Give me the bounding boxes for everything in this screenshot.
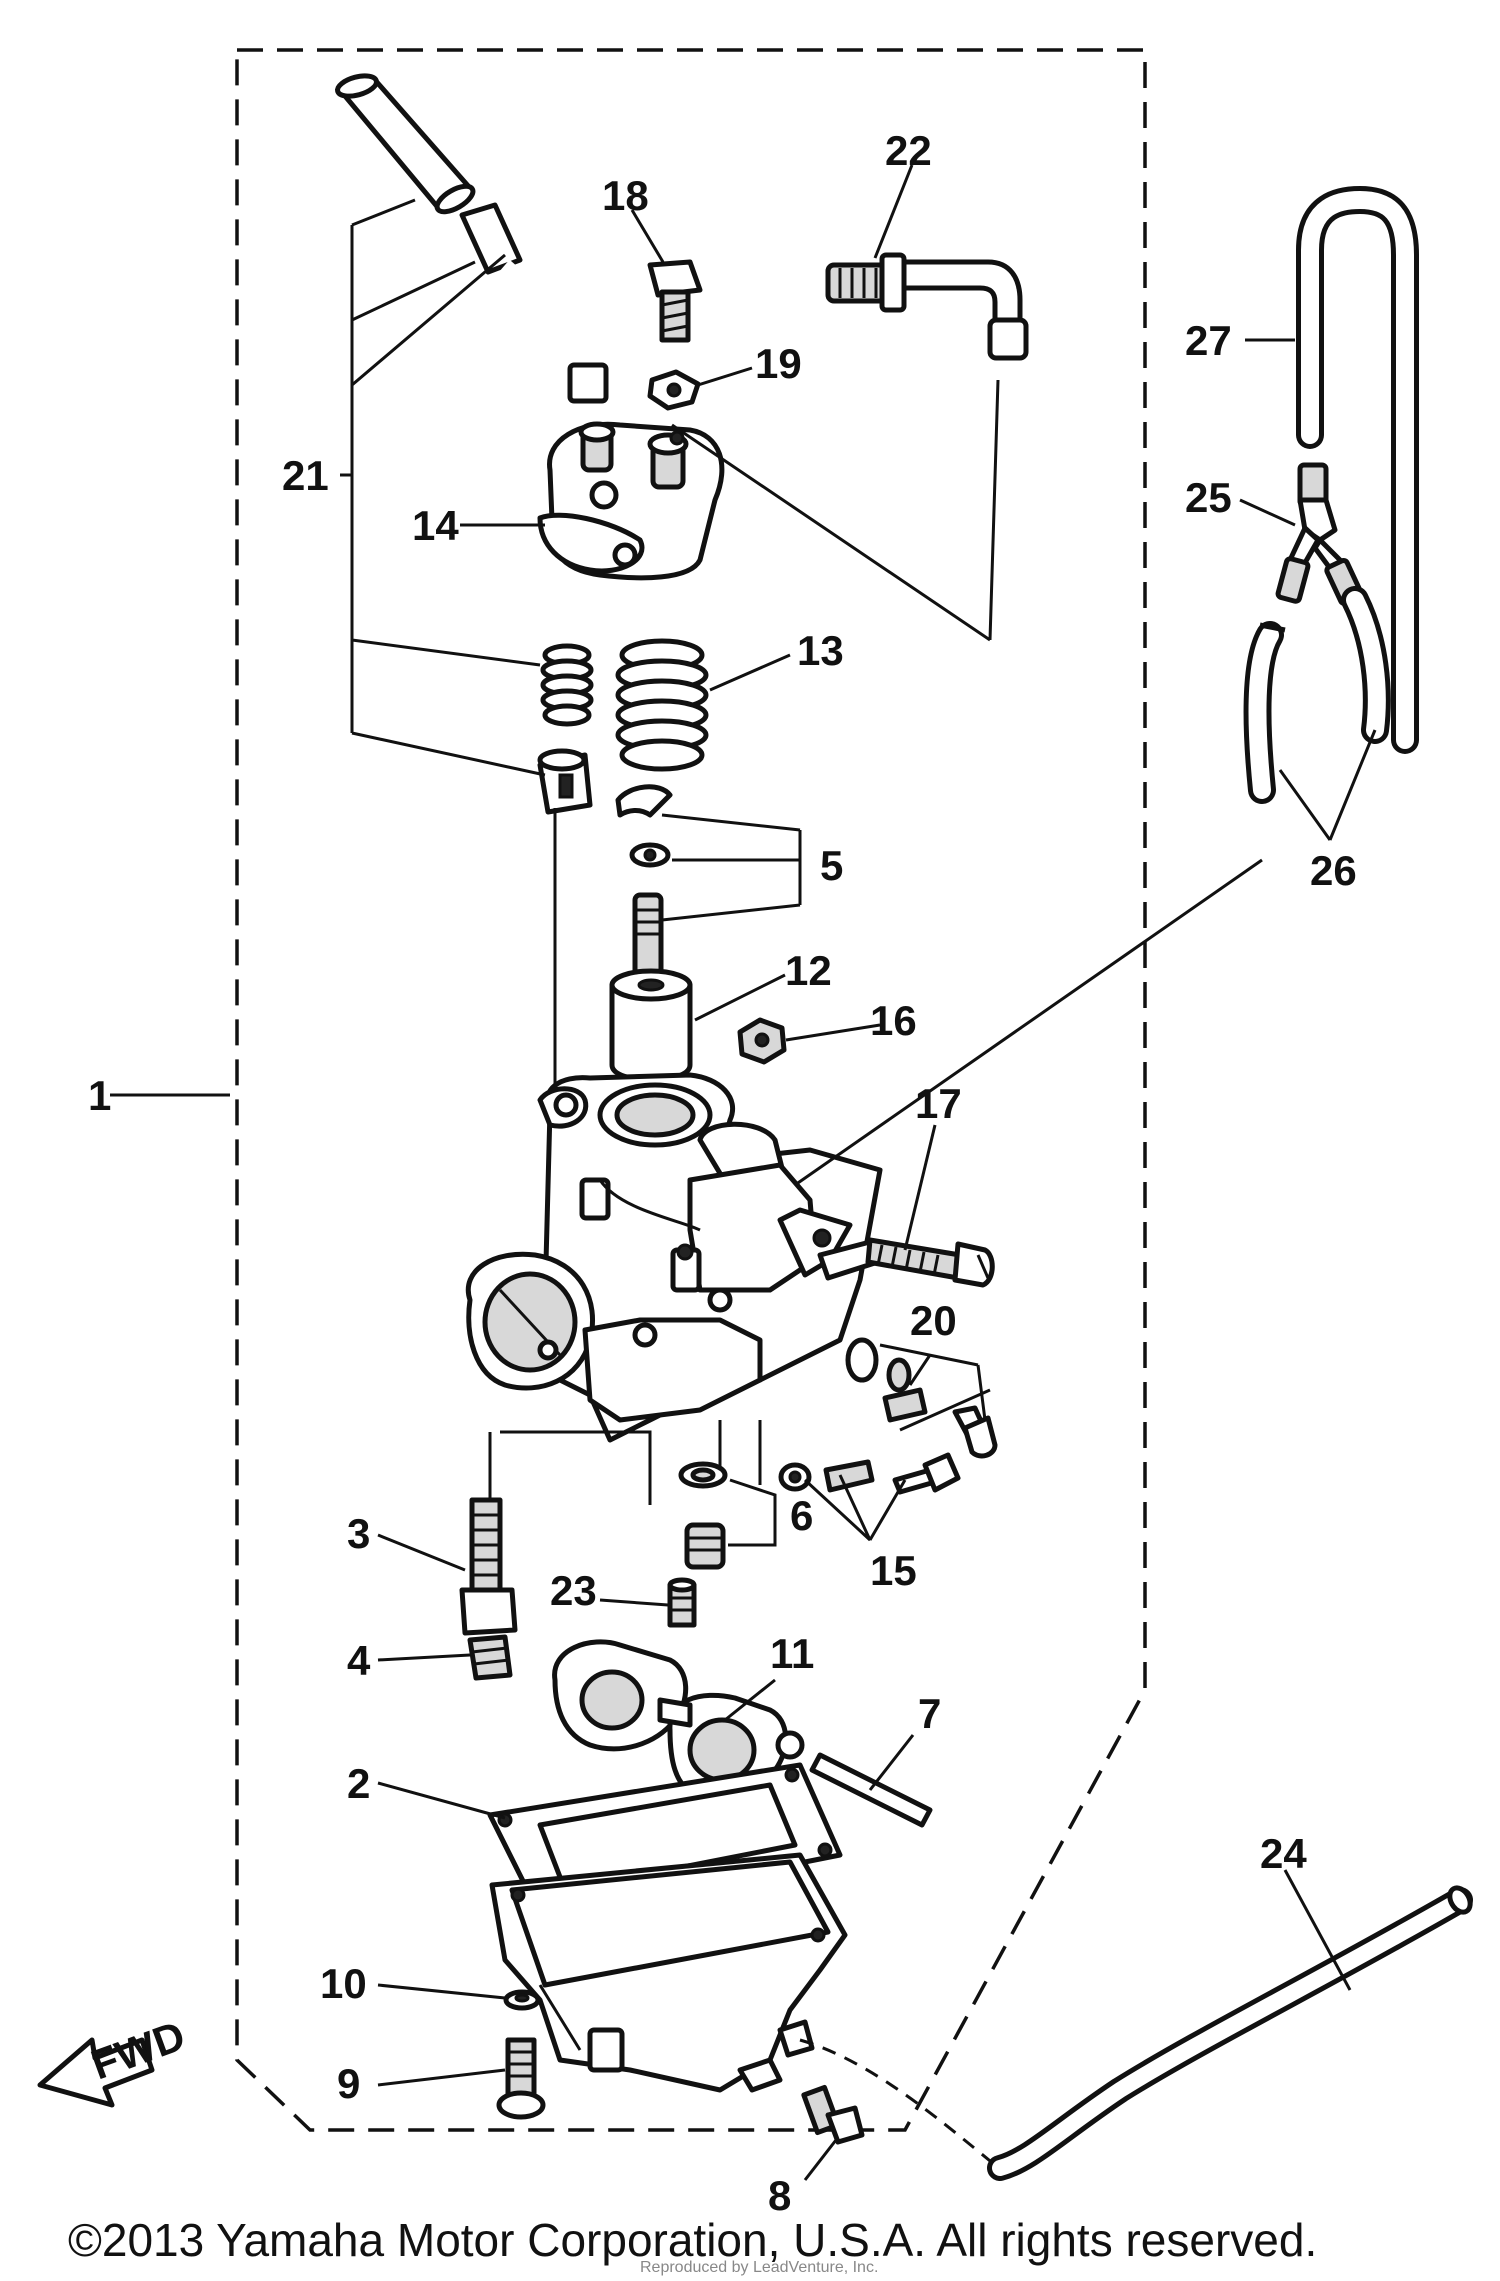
callout-2: 2 xyxy=(347,1760,370,1807)
callout-22: 22 xyxy=(885,127,932,174)
callout-5: 5 xyxy=(820,842,843,889)
assembly-boundary xyxy=(235,48,1147,2132)
screw-8 xyxy=(801,2084,865,2145)
callout-13: 13 xyxy=(797,627,844,674)
callout-8: 8 xyxy=(768,2172,791,2219)
drain-screw-9 xyxy=(496,2037,546,2120)
cable-adjuster-upper xyxy=(335,73,476,215)
callout-24: 24 xyxy=(1260,1830,1307,1877)
fuel-fitting-22 xyxy=(825,252,1029,361)
y-joint-25 xyxy=(1275,462,1364,606)
callout-23: 23 xyxy=(550,1567,597,1614)
callout-10: 10 xyxy=(320,1960,367,2007)
throttle-stop-screw-set-20 xyxy=(845,1337,998,1459)
callout-21: 21 xyxy=(282,452,329,499)
cable-guide-tube xyxy=(459,202,609,404)
washer-10 xyxy=(503,1989,541,2011)
callout-4: 4 xyxy=(347,1637,371,1684)
callout-6: 6 xyxy=(790,1492,813,1539)
nut-16 xyxy=(737,1017,787,1065)
main-jet-holder-6 xyxy=(678,1461,728,1570)
bolt-17 xyxy=(865,1237,995,1288)
callout-3: 3 xyxy=(347,1510,370,1557)
callout-20: 20 xyxy=(910,1297,957,1344)
vent-hoses-26 xyxy=(1243,586,1391,804)
callout-26: 26 xyxy=(1310,847,1357,894)
pilot-screw-18 xyxy=(647,259,703,343)
callout-16: 16 xyxy=(870,997,917,1044)
starter-plunger xyxy=(537,748,593,815)
overflow-hose-24 xyxy=(987,1885,1473,2181)
needle-jet-3 xyxy=(459,1497,518,1636)
main-jet-4 xyxy=(467,1634,513,1681)
carburetor-body xyxy=(465,1072,883,1443)
callout-25: 25 xyxy=(1185,474,1232,521)
throttle-valve-12 xyxy=(609,968,693,1083)
callout-17: 17 xyxy=(915,1080,962,1127)
callout-27: 27 xyxy=(1185,317,1232,364)
reproduction-watermark: Reproduced by LeadVenture, Inc. xyxy=(640,2259,878,2276)
needle-clip-5 xyxy=(615,784,673,978)
copyright-notice: ©2013 Yamaha Motor Corporation, U.S.A. A… xyxy=(68,2214,1317,2266)
callout-11: 11 xyxy=(770,1630,814,1677)
throttle-valve-spring-13 xyxy=(615,638,709,772)
float-chamber xyxy=(489,1852,848,2093)
mixing-chamber-top xyxy=(537,421,725,581)
leader-lines xyxy=(110,164,1377,2181)
vent-hose-27 xyxy=(1296,185,1419,754)
callout-14: 14 xyxy=(412,502,459,549)
pilot-jet-23 xyxy=(667,1577,697,1628)
forward-direction-arrow xyxy=(37,2037,155,2108)
callout-9: 9 xyxy=(337,2060,360,2107)
nut-19 xyxy=(647,369,701,411)
starter-plunger-spring xyxy=(540,643,594,727)
callout-15: 15 xyxy=(870,1547,917,1594)
pilot-air-screw-set-15 xyxy=(778,1452,961,1495)
callout-18: 18 xyxy=(602,172,649,219)
callout-19: 19 xyxy=(755,340,802,387)
callout-12: 12 xyxy=(785,947,832,994)
callout-1: 1 xyxy=(88,1072,111,1119)
callout-7: 7 xyxy=(918,1690,941,1737)
